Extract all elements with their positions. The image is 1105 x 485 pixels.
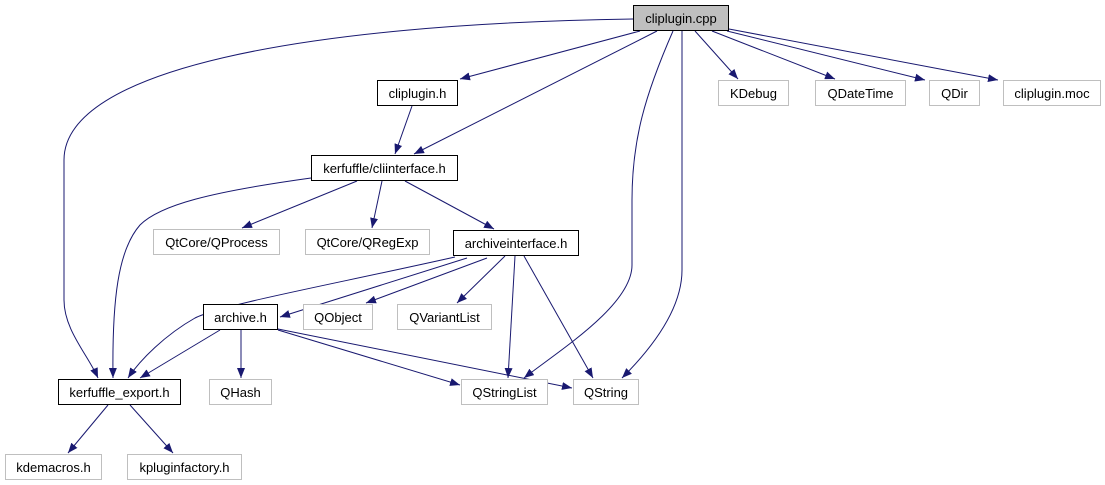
edge-archiveiface-to-qstring: [523, 255, 594, 379]
node-label: kdemacros.h: [16, 459, 91, 475]
node-label: archive.h: [214, 309, 267, 325]
edge-cli-to-kexport: [108, 177, 312, 379]
node-label: cliplugin.cpp: [645, 10, 717, 26]
edge-cpp-to-clipluginh: [459, 30, 641, 81]
edge-cpp-to-qdatetime: [711, 30, 836, 80]
node-cli[interactable]: kerfuffle/cliinterface.h: [311, 155, 458, 181]
node-qhash: QHash: [209, 379, 272, 405]
edge-kexport-to-kpluginfactory: [129, 404, 174, 454]
edge-clipluginh-to-cli: [394, 105, 413, 155]
edge-cli-to-qprocess: [241, 180, 358, 229]
node-qstringlist: QStringList: [461, 379, 548, 405]
node-label: KDebug: [730, 85, 777, 101]
node-label: kerfuffle/cliinterface.h: [323, 160, 446, 176]
node-qstring: QString: [573, 379, 639, 405]
node-archiveiface[interactable]: archiveinterface.h: [453, 230, 579, 256]
node-kexport[interactable]: kerfuffle_export.h: [58, 379, 181, 405]
node-qdir: QDir: [929, 80, 980, 106]
node-qprocess: QtCore/QProcess: [153, 229, 280, 255]
node-label: QStringList: [472, 384, 537, 400]
node-qobject: QObject: [303, 304, 373, 330]
node-qregexp: QtCore/QRegExp: [305, 229, 430, 255]
node-qvariantlist: QVariantList: [397, 304, 492, 330]
node-label: kpluginfactory.h: [139, 459, 230, 475]
node-cpp[interactable]: cliplugin.cpp: [633, 5, 729, 31]
edge-archive-to-kexport: [139, 329, 221, 379]
node-label: QObject: [314, 309, 362, 325]
node-kpluginfactory: kpluginfactory.h: [127, 454, 242, 480]
edge-cli-to-qregexp: [370, 180, 383, 229]
node-kdemacros: kdemacros.h: [5, 454, 102, 480]
node-label: QDateTime: [827, 85, 894, 101]
node-moc: cliplugin.moc: [1003, 80, 1101, 106]
edge-cpp-to-kdebug: [694, 30, 739, 80]
node-kdebug: KDebug: [718, 80, 789, 106]
node-label: QtCore/QProcess: [165, 234, 268, 250]
edge-cli-to-archiveiface: [404, 180, 495, 230]
edge-cpp-to-kexport: [63, 18, 634, 379]
node-label: kerfuffle_export.h: [69, 384, 170, 400]
edge-archiveiface-to-qobject: [365, 257, 488, 304]
edge-archiveiface-to-qvariantlist: [456, 255, 506, 304]
edge-archive-to-qstringlist: [277, 329, 461, 386]
node-label: cliplugin.moc: [1014, 85, 1090, 101]
node-label: archiveinterface.h: [464, 235, 568, 251]
node-label: cliplugin.h: [388, 85, 447, 101]
edge-cpp-to-qdir: [726, 30, 926, 82]
node-clipluginh[interactable]: cliplugin.h: [377, 80, 458, 106]
edge-cpp-to-qstringlist: [523, 30, 674, 379]
edge-archive-to-qstring: [277, 328, 573, 390]
node-label: QHash: [220, 384, 261, 400]
edge-kexport-to-kdemacros: [67, 404, 109, 454]
edge-cpp-to-cli: [413, 30, 658, 155]
node-archive[interactable]: archive.h: [203, 304, 278, 330]
node-label: QString: [583, 384, 629, 400]
node-label: QtCore/QRegExp: [316, 234, 419, 250]
edge-archiveiface-to-qstringlist: [504, 255, 516, 379]
node-qdatetime: QDateTime: [815, 80, 906, 106]
node-label: QVariantList: [409, 309, 480, 325]
edge-cpp-to-moc: [728, 28, 999, 83]
edge-cpp-to-qstring: [621, 31, 683, 379]
node-label: QDir: [941, 85, 968, 101]
